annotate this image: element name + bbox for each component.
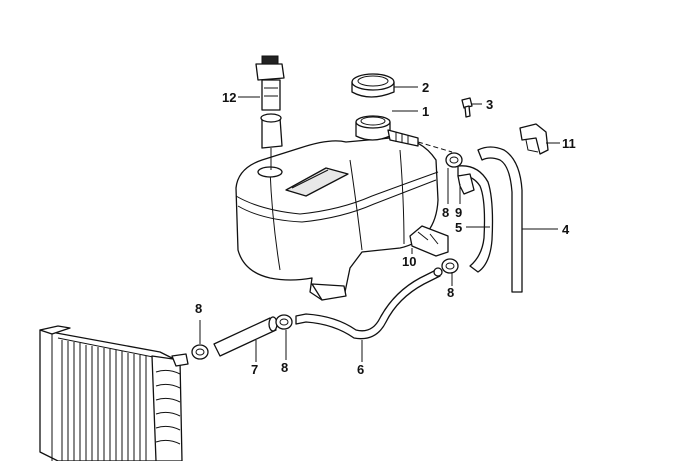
callout-6: 6 <box>357 362 364 377</box>
filler-cap <box>351 73 395 98</box>
callout-10: 10 <box>402 254 416 269</box>
hose-clamp-mid <box>275 314 293 330</box>
pipe-6 <box>295 267 443 340</box>
leader-lines <box>199 86 560 362</box>
level-sensor <box>255 55 285 170</box>
bracket <box>519 123 549 155</box>
callout-7: 7 <box>251 362 258 377</box>
callout-5: 5 <box>455 220 462 235</box>
callout-3: 3 <box>486 97 493 112</box>
hose-clamp-left <box>191 344 209 360</box>
hose-clamp-upper <box>445 152 463 168</box>
callout-8-mid: 8 <box>281 360 288 375</box>
callout-2: 2 <box>422 80 429 95</box>
hose-7 <box>213 316 278 357</box>
callout-8-pipe-end: 8 <box>447 285 454 300</box>
callout-8-left: 8 <box>195 301 202 316</box>
holder-10 <box>409 225 449 257</box>
radiator <box>39 325 189 461</box>
callout-9: 9 <box>455 205 462 220</box>
hose-4 <box>477 146 523 293</box>
expansion-tank <box>235 115 453 301</box>
hose-5 <box>457 165 494 273</box>
callout-1: 1 <box>422 104 429 119</box>
screw <box>461 97 473 118</box>
callout-12: 12 <box>222 90 236 105</box>
callout-11: 11 <box>562 136 576 151</box>
hose-clamp-pipe-end <box>441 258 459 274</box>
callout-8-upper: 8 <box>442 205 449 220</box>
callout-4: 4 <box>562 222 570 237</box>
